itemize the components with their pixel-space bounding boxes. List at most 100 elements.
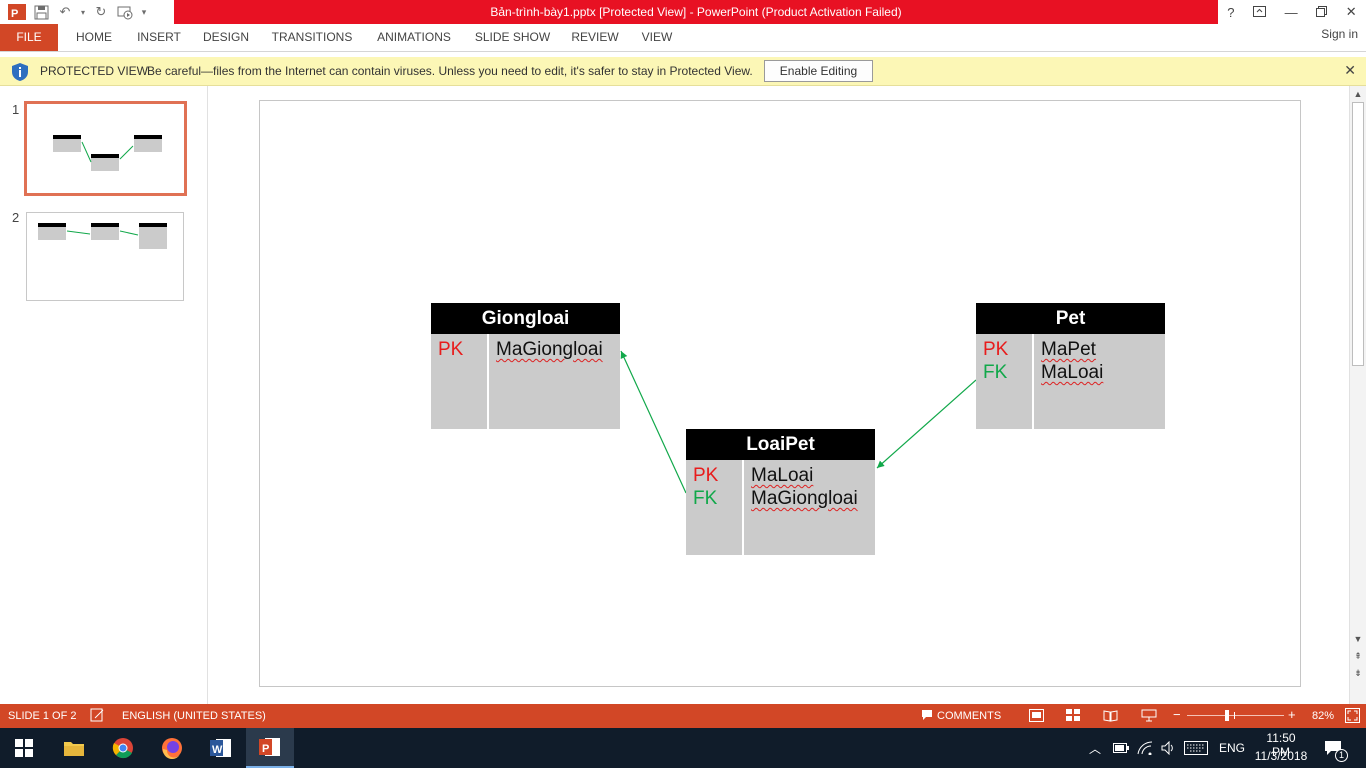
show-hidden-icons-icon[interactable]: ︿ (1089, 741, 1102, 756)
ribbon-display-options-icon[interactable] (1253, 5, 1267, 20)
primary-key-label: PK (983, 339, 1009, 360)
zoom-slider-track[interactable] (1187, 710, 1284, 721)
language-indicator[interactable]: ENGLISH (UNITED STATES) (122, 710, 266, 722)
fit-slide-to-window-icon[interactable] (1345, 708, 1360, 726)
foreign-key-label: FK (693, 488, 718, 509)
slide-thumbnail-2[interactable] (26, 212, 184, 301)
foreign-key-label: FK (983, 362, 1008, 383)
battery-icon[interactable] (1113, 728, 1129, 768)
tab-review[interactable]: REVIEW (571, 30, 619, 44)
tab-animations[interactable]: ANIMATIONS (377, 30, 451, 44)
zoom-slider-center-mark (1234, 712, 1235, 719)
key-column: PK FK (976, 334, 1032, 429)
comments-icon[interactable] (921, 709, 933, 724)
powerpoint-logo-icon[interactable]: P (6, 1, 28, 23)
restore-icon[interactable] (1316, 5, 1328, 20)
start-from-beginning-icon[interactable] (114, 1, 136, 23)
sign-in-link[interactable]: Sign in (1321, 27, 1358, 41)
table-giongloai[interactable]: Giongloai PK MaGiongloai (431, 303, 620, 429)
close-icon[interactable]: ✕ (1344, 62, 1356, 78)
field-column: MaGiongloai (489, 334, 620, 429)
quick-access-toolbar: P ↶ ▾ ↻ ▾ (0, 0, 174, 24)
customize-qat-icon[interactable]: ▾ (141, 6, 147, 17)
word-icon[interactable]: W (197, 728, 245, 768)
table-header: Pet (976, 303, 1165, 334)
connector-pet-loaipet[interactable] (876, 379, 977, 469)
table-pet[interactable]: Pet PK FK MaPet MaLoai (976, 303, 1165, 429)
connector-lines (620, 350, 977, 494)
field-name: MaLoai (751, 465, 814, 486)
clock-time[interactable]: 11:50 PM (1266, 731, 1296, 759)
notification-count-badge: 1 (1335, 749, 1348, 762)
clock-date[interactable]: 11/3/2018 (1254, 749, 1308, 763)
svg-text:P: P (11, 8, 18, 20)
connector-loaipet-giongloai[interactable] (620, 350, 687, 494)
wifi-icon[interactable] (1137, 728, 1153, 768)
field-column: MaLoai MaGiongloai (744, 460, 875, 555)
firefox-icon[interactable] (148, 728, 196, 768)
help-icon[interactable]: ? (1227, 4, 1235, 20)
field-name: MaGiongloai (751, 488, 858, 509)
field-name: MaLoai (1041, 362, 1104, 383)
scrollbar-thumb[interactable] (1352, 102, 1364, 366)
undo-dropdown-icon[interactable]: ▾ (80, 7, 85, 17)
vertical-scrollbar[interactable]: ▲ ▼ ⇞ ⇟ (1349, 86, 1366, 704)
powerpoint-taskbar-icon[interactable]: P (246, 728, 294, 768)
primary-key-label: PK (693, 465, 719, 486)
normal-view-icon[interactable] (1029, 709, 1044, 725)
undo-icon[interactable]: ↶ (59, 4, 71, 19)
scroll-down-icon[interactable]: ▼ (1353, 634, 1363, 644)
ribbon-tabs: FILE HOME INSERT DESIGN TRANSITIONS ANIM… (0, 24, 1366, 52)
windows-taskbar: W P ︿ ENG 11:50 PM 11/3/2018 1 (0, 728, 1366, 768)
previous-slide-icon[interactable]: ⇞ (1354, 651, 1362, 661)
start-button-icon[interactable] (0, 728, 48, 768)
svg-text:W: W (212, 744, 223, 756)
action-center-icon[interactable] (1324, 728, 1342, 768)
tab-insert[interactable]: INSERT (137, 30, 181, 44)
key-column: PK (431, 334, 487, 429)
zoom-out-icon[interactable]: − (1173, 707, 1181, 722)
slide-counter: SLIDE 1 OF 2 (8, 710, 77, 722)
zoom-level[interactable]: 82% (1312, 710, 1335, 722)
reading-view-icon[interactable] (1103, 709, 1118, 725)
input-language[interactable]: ENG (1219, 741, 1246, 755)
next-slide-icon[interactable]: ⇟ (1354, 668, 1362, 678)
field-name: MaPet (1041, 339, 1096, 360)
title-bar: P ↶ ▾ ↻ ▾ Bản-trình-bày1.pptx [Protected… (0, 0, 1366, 24)
svg-text:P: P (262, 743, 269, 755)
notes-icon[interactable] (90, 708, 105, 725)
slide-canvas[interactable]: Giongloai PK MaGiongloai Pet PK FK MaPet… (259, 100, 1301, 687)
close-icon[interactable]: ✕ (1345, 4, 1357, 19)
tab-home[interactable]: HOME (76, 30, 112, 44)
slide-sorter-icon[interactable] (1066, 709, 1081, 725)
file-explorer-icon[interactable] (50, 728, 98, 768)
touch-keyboard-icon[interactable] (1184, 728, 1208, 768)
slideshow-view-icon[interactable] (1141, 709, 1157, 725)
status-bar: SLIDE 1 OF 2 ENGLISH (UNITED STATES) COM… (0, 704, 1366, 728)
slide-thumbnail-1[interactable] (24, 101, 187, 196)
slide-thumbnails-pane: 1 2 (0, 86, 208, 704)
table-loaipet[interactable]: LoaiPet PK FK MaLoai MaGiongloai (686, 429, 875, 555)
tab-slide-show[interactable]: SLIDE SHOW (474, 30, 551, 44)
comments-button[interactable]: COMMENTS (937, 710, 1002, 722)
primary-key-label: PK (438, 339, 464, 360)
zoom-slider-thumb[interactable] (1224, 710, 1229, 721)
thumbnail-number: 2 (12, 210, 20, 225)
enable-editing-button[interactable]: Enable Editing (764, 60, 873, 82)
redo-icon[interactable]: ↻ (95, 4, 107, 19)
volume-icon[interactable] (1161, 728, 1177, 768)
chrome-icon[interactable] (99, 728, 147, 768)
save-icon[interactable] (30, 1, 52, 23)
key-column: PK FK (686, 460, 742, 555)
minimize-icon[interactable]: — (1284, 4, 1298, 20)
field-name: MaGiongloai (496, 339, 603, 360)
tab-file[interactable]: FILE (0, 24, 58, 51)
window-title: Bản-trình-bày1.pptx [Protected View] - P… (490, 5, 902, 19)
zoom-in-icon[interactable]: + (1288, 707, 1296, 722)
scroll-up-icon[interactable]: ▲ (1353, 89, 1363, 99)
table-header: LoaiPet (686, 429, 875, 460)
tab-design[interactable]: DESIGN (202, 30, 249, 44)
thumbnail-number: 1 (12, 102, 20, 117)
tab-transitions[interactable]: TRANSITIONS (271, 30, 353, 44)
tab-view[interactable]: VIEW (641, 30, 673, 44)
